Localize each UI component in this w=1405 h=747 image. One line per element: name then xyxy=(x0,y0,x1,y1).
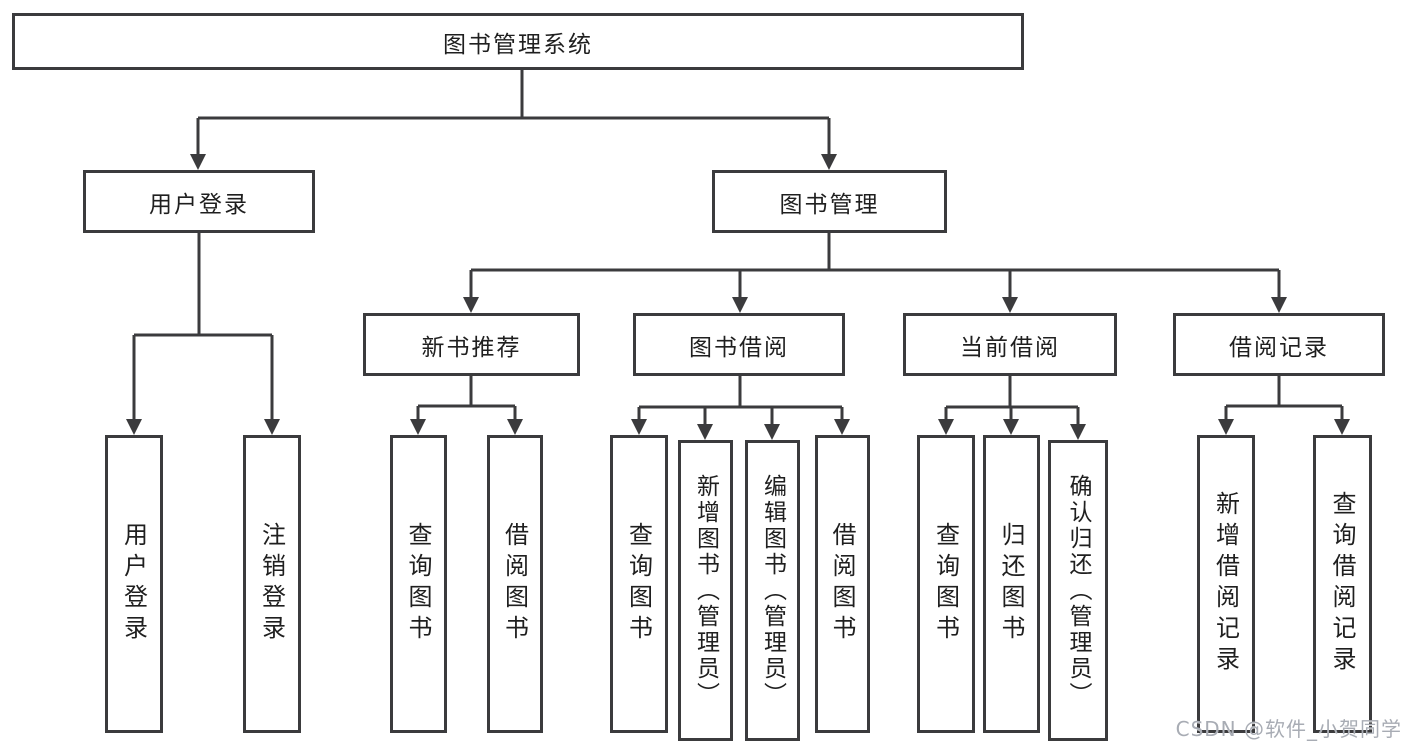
node-label: 图书借阅 xyxy=(689,334,789,361)
csdn-watermark: CSDN @软件_小贺同学 xyxy=(1175,717,1402,741)
leaf-confirm-return-admin: 确认归还（管理员） xyxy=(1048,440,1108,741)
node-label: 图书管理系统 xyxy=(443,31,593,58)
leaf-label: 查询图书 xyxy=(931,522,960,646)
node-label: 图书管理 xyxy=(779,191,880,218)
leaf-label: 归还图书 xyxy=(997,522,1025,646)
leaf-label: 注销登录 xyxy=(257,522,286,646)
node-root-system: 图书管理系统 xyxy=(12,13,1024,70)
node-label: 新书推荐 xyxy=(421,334,522,361)
node-new-book-recommend: 新书推荐 xyxy=(363,313,580,376)
node-book-management: 图书管理 xyxy=(712,170,947,233)
leaf-recommend-query-book: 查询图书 xyxy=(390,435,447,733)
leaf-add-borrow-record: 新增借阅记录 xyxy=(1197,435,1255,733)
leaf-borrow-book: 借阅图书 xyxy=(815,435,870,733)
node-label: 当前借阅 xyxy=(960,334,1060,361)
leaf-borrow-query-book: 查询图书 xyxy=(610,435,668,733)
node-label: 用户登录 xyxy=(149,191,249,218)
leaf-current-query-book: 查询图书 xyxy=(917,435,975,733)
node-user-login: 用户登录 xyxy=(83,170,315,233)
leaf-return-book: 归还图书 xyxy=(983,435,1040,733)
leaf-recommend-borrow-book: 借阅图书 xyxy=(487,435,543,733)
leaf-label: 查询借阅记录 xyxy=(1328,491,1356,677)
node-book-borrow: 图书借阅 xyxy=(633,313,845,376)
leaf-add-book-admin: 新增图书（管理员） xyxy=(678,440,733,741)
node-current-borrow: 当前借阅 xyxy=(903,313,1117,376)
node-label: 借阅记录 xyxy=(1229,334,1329,361)
leaf-label: 借阅图书 xyxy=(828,522,856,646)
leaf-user-login: 用户登录 xyxy=(105,435,163,733)
leaf-label: 新增图书（管理员） xyxy=(692,473,719,708)
node-borrow-records: 借阅记录 xyxy=(1173,313,1385,376)
leaf-label: 查询图书 xyxy=(404,522,432,646)
leaf-label: 确认归还（管理员） xyxy=(1065,473,1091,708)
leaf-logout: 注销登录 xyxy=(243,435,301,733)
leaf-label: 用户登录 xyxy=(119,522,148,646)
leaf-label: 借阅图书 xyxy=(500,522,529,646)
leaf-label: 编辑图书（管理员） xyxy=(759,473,786,708)
leaf-query-borrow-record: 查询借阅记录 xyxy=(1313,435,1372,733)
leaf-label: 新增借阅记录 xyxy=(1211,491,1240,677)
leaf-label: 查询图书 xyxy=(624,522,653,646)
leaf-edit-book-admin: 编辑图书（管理员） xyxy=(745,440,800,741)
